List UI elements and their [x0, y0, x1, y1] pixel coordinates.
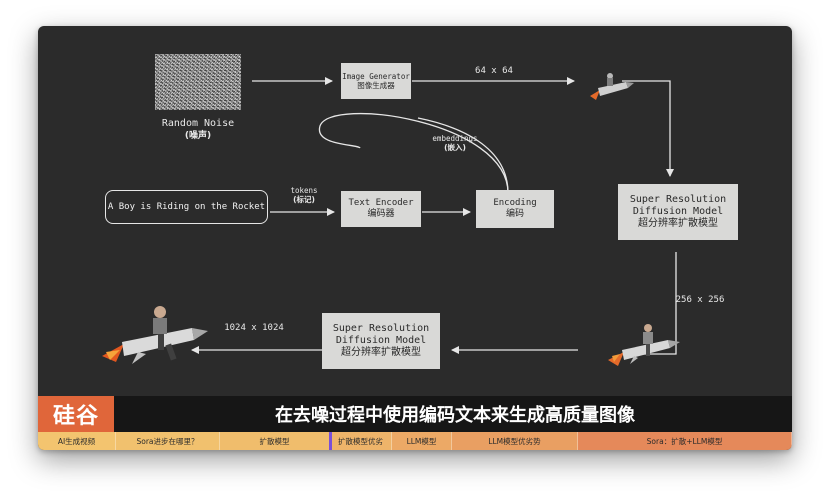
super-resolution-top-box: Super Resolution Diffusion Model 超分辨率扩散模… [618, 184, 738, 240]
embeddings-label: embeddings (嵌入) [432, 134, 478, 153]
caption-bar: 硅谷 在去噪过程中使用编码文本来生成高质量图像 [38, 396, 792, 432]
rocket-boy-large [102, 306, 208, 364]
chapter-segment[interactable]: Sora进步在哪里？ [116, 432, 220, 450]
chapter-segment[interactable]: LLM模型 [392, 432, 452, 450]
text-encoder-box: Text Encoder 编码器 [341, 191, 421, 227]
random-noise-image [155, 54, 241, 110]
arrow-embeddings-head [417, 117, 509, 194]
chapter-segment[interactable]: 扩散模型 [220, 432, 330, 450]
chapter-segment[interactable]: 扩散模型优劣 [330, 432, 392, 450]
playhead-marker[interactable] [329, 432, 332, 450]
rocket-boy-medium [608, 324, 680, 366]
arrow-embeddings-loop [319, 112, 509, 194]
chapter-segment[interactable]: Sora：扩散+LLM模型 [578, 432, 792, 450]
diffusion-pipeline-diagram: Random Noise (噪声) Image Generator 图像生成器 … [38, 26, 792, 396]
chapter-segment[interactable]: LLM模型优劣势 [452, 432, 578, 450]
rocket-boy-small [590, 73, 634, 100]
chapter-segment[interactable]: AI生成视频 [38, 432, 116, 450]
arrow-64-to-sr-top [622, 80, 674, 177]
connector-layer [102, 73, 680, 366]
resolution-256-label: 256 x 256 [675, 295, 725, 305]
resolution-64-label: 64 x 64 [475, 66, 513, 76]
encoding-box: Encoding 编码 [476, 190, 554, 228]
random-noise-label: Random Noise (噪声) [161, 118, 235, 141]
super-resolution-bottom-box: Super Resolution Diffusion Model 超分辨率扩散模… [322, 313, 440, 369]
video-subtitle: 在去噪过程中使用编码文本来生成高质量图像 [275, 405, 635, 426]
image-generator-box: Image Generator 图像生成器 [341, 63, 411, 99]
video-frame: Random Noise (噪声) Image Generator 图像生成器 … [38, 26, 792, 450]
tokens-label: tokens (标记) [290, 186, 318, 205]
channel-logo: 硅谷 [38, 396, 114, 432]
text-prompt-box: A Boy is Riding on the Rocket [105, 190, 268, 224]
resolution-1024-label: 1024 x 1024 [224, 323, 284, 333]
